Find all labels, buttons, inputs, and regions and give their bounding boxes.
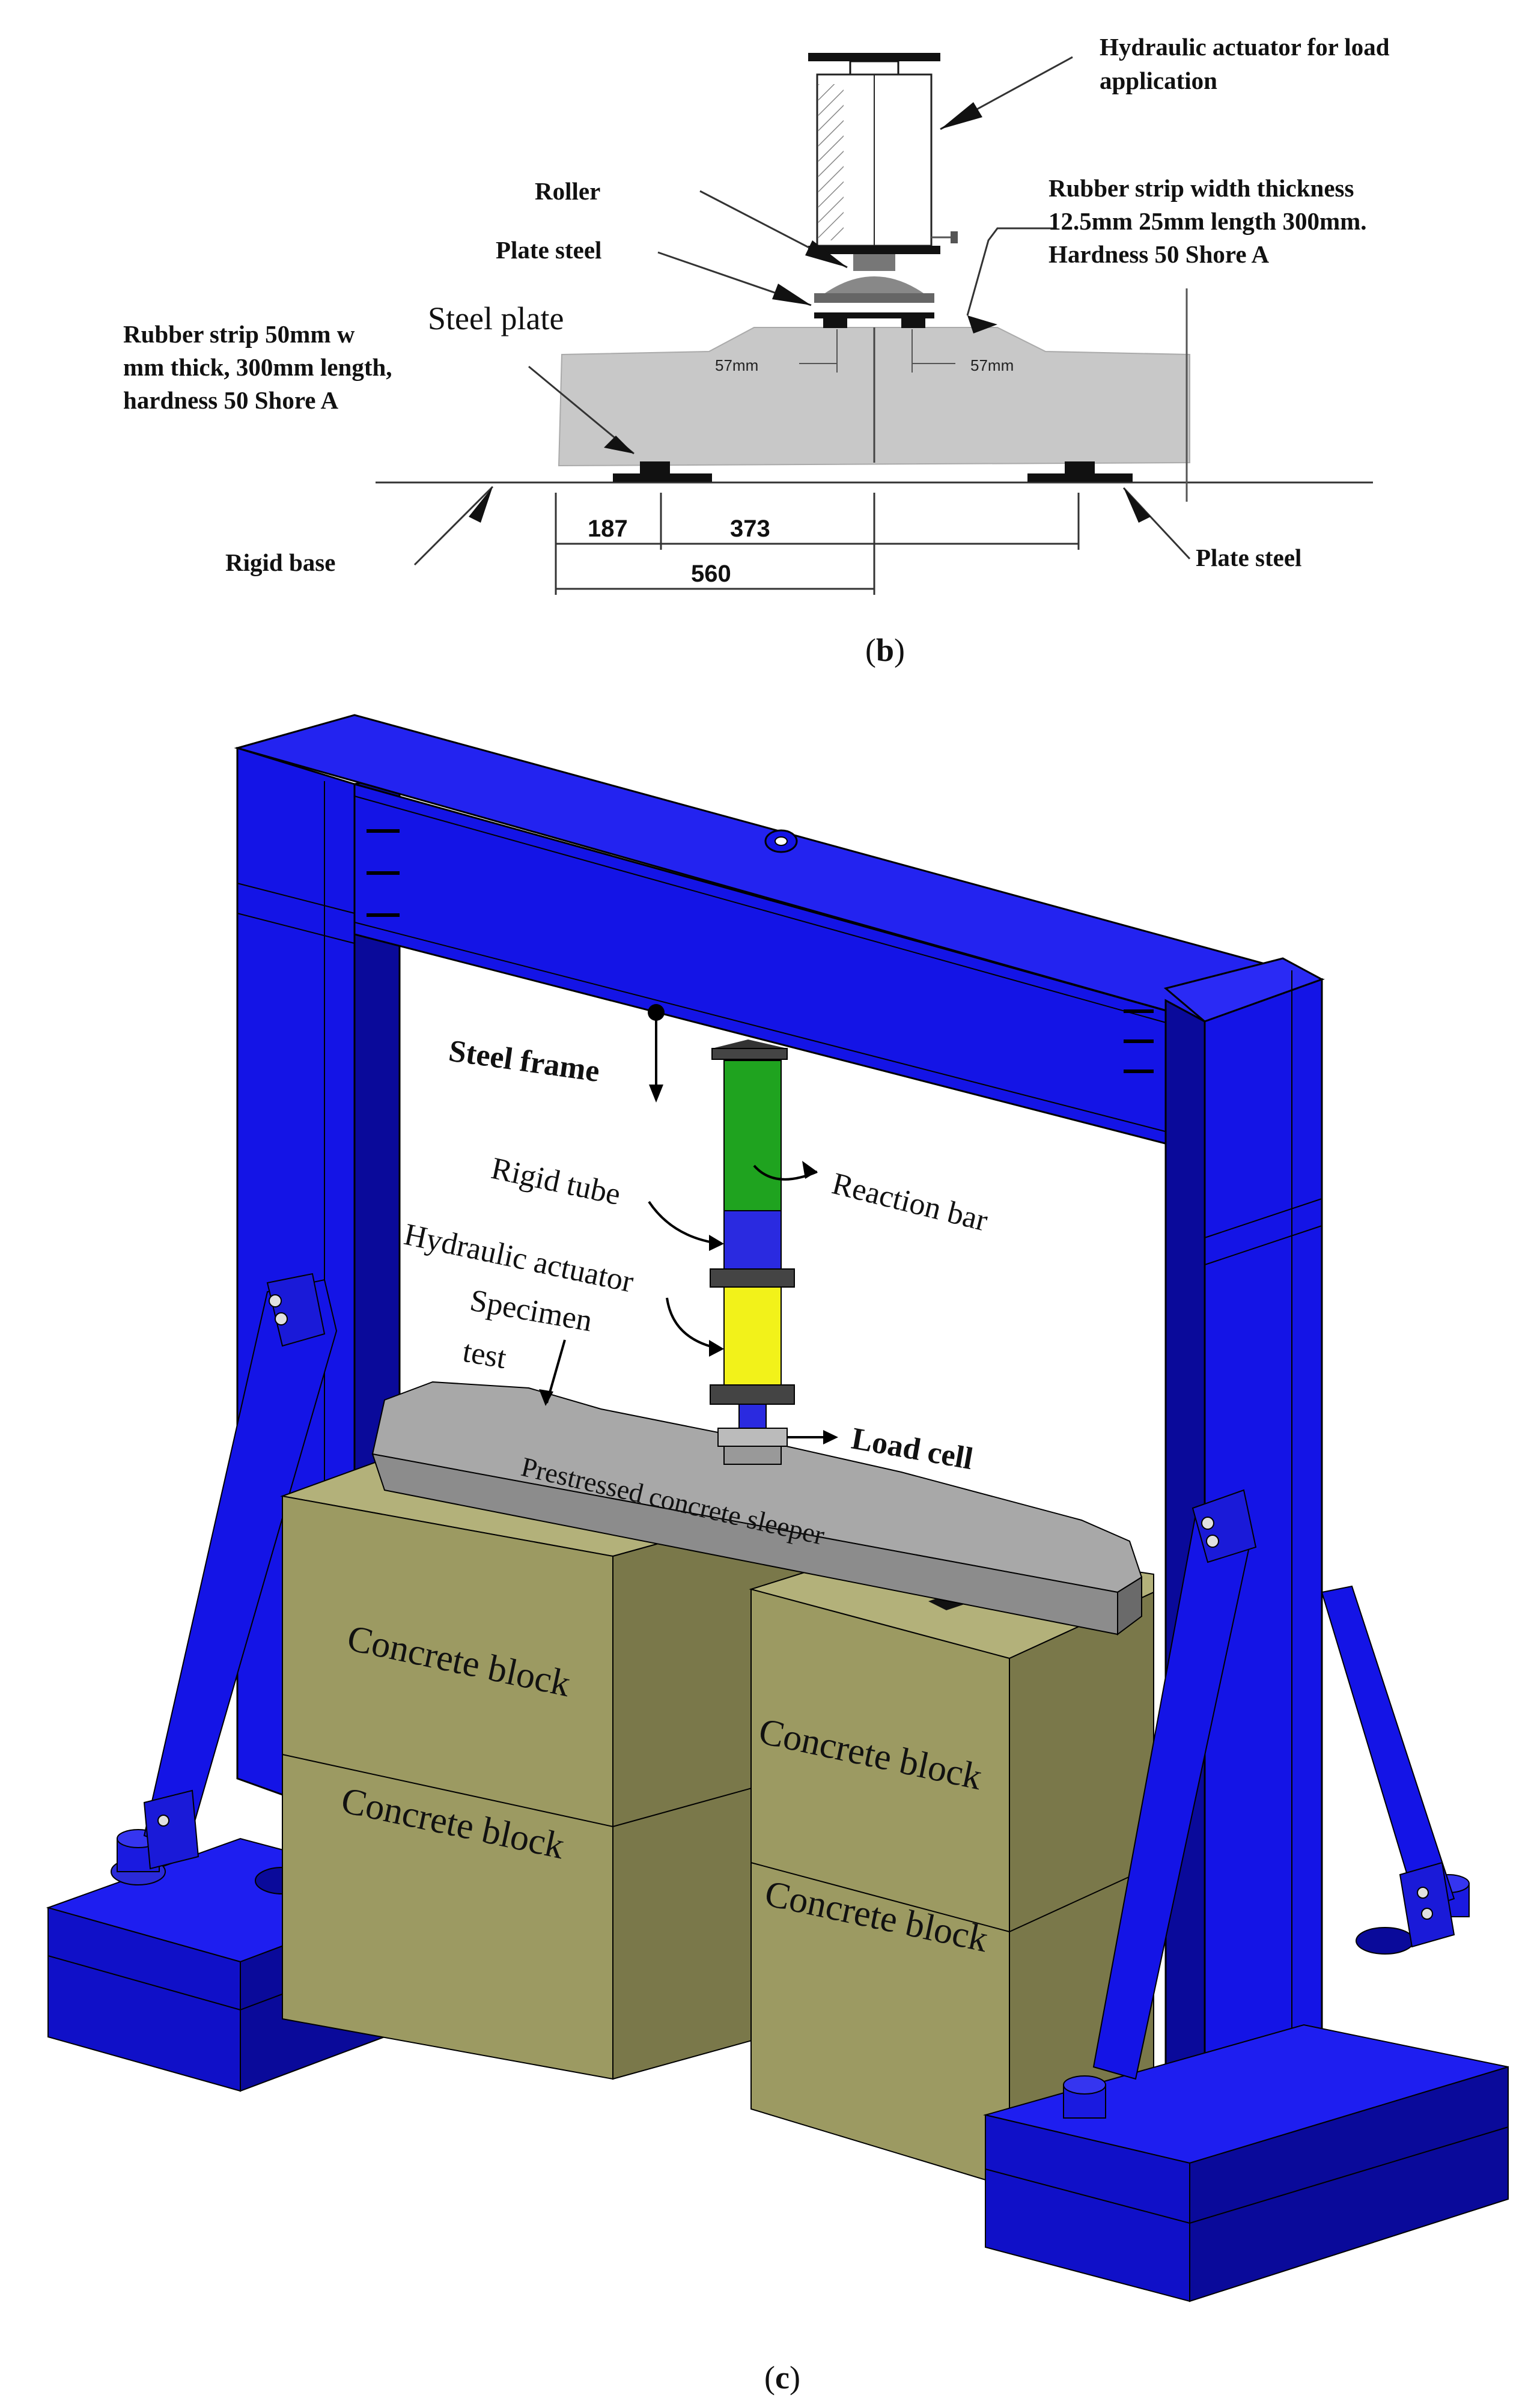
steel-frame-dot [648,1004,665,1021]
rubber-pad-right [901,317,925,328]
label-reaction-bar: Reaction bar [829,1166,991,1238]
dim-57-right: 57mm [970,356,1014,374]
label-rubber-left-2: mm thick, 300mm length, [123,353,392,381]
dim-57-left: 57mm [715,356,758,374]
support-rubber-left [640,461,670,473]
frame-top-beam [234,714,1325,1155]
load-column [710,1039,795,1465]
actuator-top-plate [808,53,940,61]
support-plate-right [1027,473,1133,482]
label-rubber-left-3: hardness 50 Shore A [123,386,338,414]
label-rubber-top-1: Rubber strip width thickness [1048,174,1354,202]
label-plate-steel-right: Plate steel [1196,544,1301,571]
left-brace [143,1273,338,1870]
dim-187: 187 [588,516,628,542]
support-plate-left [613,473,712,482]
hydraulic-actuator [723,1286,782,1387]
label-hydraulic-actuator: Hydraulic actuator [401,1217,637,1300]
top-plate-black [814,312,934,318]
label-specimen-2: test [460,1334,510,1376]
roller-block [853,254,895,271]
actuator-cap [849,60,899,76]
label-rubber-top-3: Hardness 50 Shore A [1048,240,1270,268]
arrow-plate-steel [772,284,811,305]
plate-steel-top [814,293,934,303]
arrowhead-steel-frame [649,1085,663,1103]
label-rubber-top-2: 12.5mm 25mm length 300mm. [1048,207,1367,235]
rubber-pad-left [823,317,847,328]
dim-560: 560 [691,561,731,587]
leader-rigid-base [413,485,494,566]
caption-c: (c) [764,2360,800,2396]
panel-c: Steel frame Reaction bar Rigid tube Hydr… [46,714,1509,2396]
actuator-port [951,231,958,243]
rigid-tube [723,1210,782,1271]
leader-rubber-top [966,227,1055,316]
right-base [983,1874,1509,2302]
caption-b: (b) [865,632,905,668]
support-rubber-right [1065,461,1095,473]
arrow-actuator [940,102,982,129]
arrow-plate-steel-right [1124,488,1151,523]
prestressed-concrete-sleeper [371,1381,1143,1636]
label-plate-steel-top: Plate steel [496,236,601,264]
right-braces [1092,1489,1455,2080]
label-actuator-2: application [1100,67,1217,94]
label-steel-plate: Steel plate [428,300,564,336]
load-cell [717,1428,788,1447]
label-steel-frame: Steel frame [446,1033,601,1089]
arrow-steel-plate [604,436,634,454]
label-rubber-left-1: Rubber strip 50mm w [123,320,355,348]
dim-373: 373 [730,516,770,542]
actuator-hatch [818,84,844,240]
label-rigid-base: Rigid base [225,549,335,576]
panel-b: 57mm 57mm [123,33,1390,668]
label-specimen-1: Specimen [467,1283,595,1339]
arrow-roller [805,240,847,267]
label-rigid-tube: Rigid tube [488,1151,624,1212]
arrow-rigid-base [469,487,493,523]
arrow-rubber-top [967,315,997,333]
reaction-bar [723,1060,782,1211]
label-roller: Roller [535,177,600,205]
arrow-hydraulic-actuator [666,1297,722,1350]
roller [823,276,925,294]
actuator-bottom-plate [808,246,940,254]
label-actuator-1: Hydraulic actuator for load [1100,33,1390,61]
